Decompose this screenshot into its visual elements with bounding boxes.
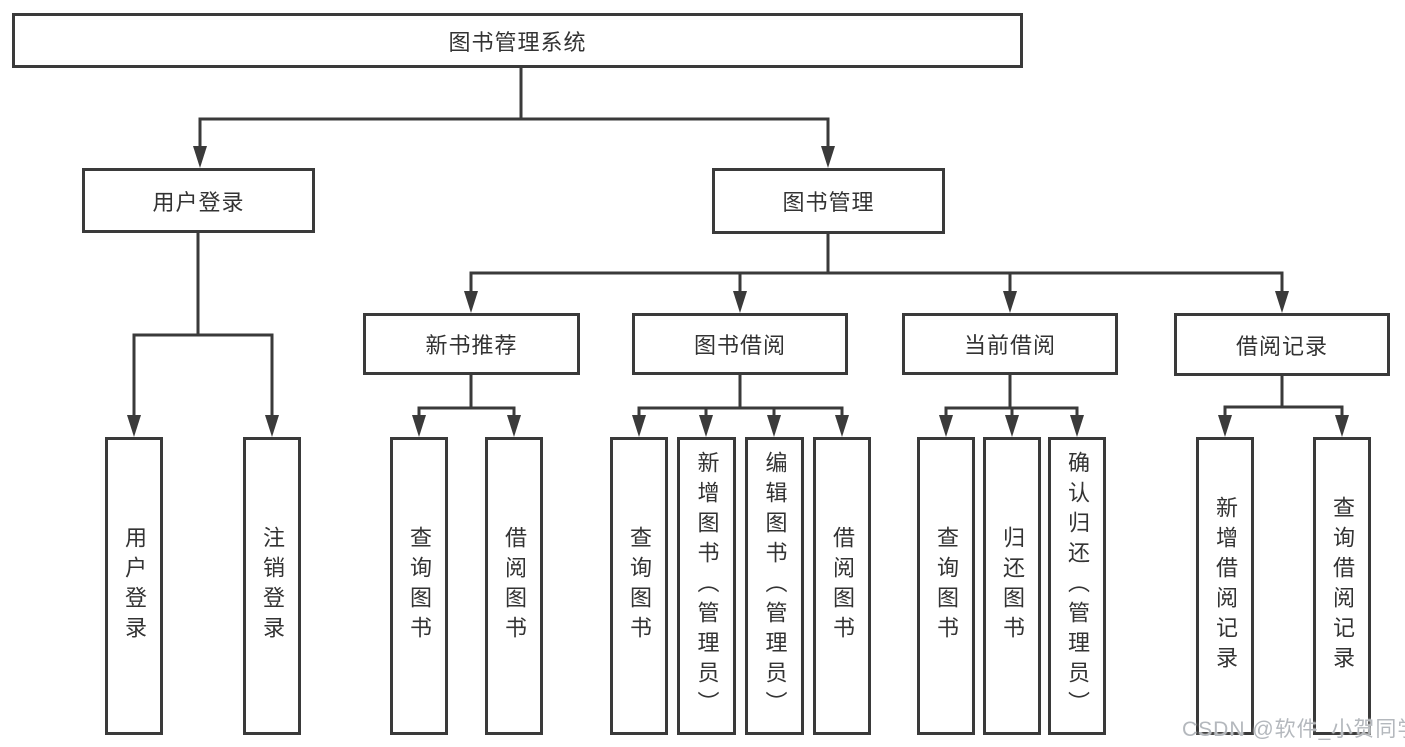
node-label: 当前借阅 (963, 333, 1056, 358)
node-bb-edit-books-admin: 编辑图书（管理员） (745, 437, 804, 735)
node-bb-add-books-admin: 新增图书（管理员） (677, 437, 736, 735)
node-label: 查询图书 (627, 526, 652, 646)
node-label: 查询图书 (934, 526, 959, 646)
node-new-book-recommend: 新书推荐 (363, 313, 580, 375)
edge-book-borrow-children (637, 375, 844, 419)
node-label: 注销登录 (260, 526, 285, 646)
node-user-login-leaf: 用户登录 (105, 437, 163, 735)
node-label: 用户登录 (122, 526, 147, 646)
node-label: 新增借阅记录 (1213, 496, 1238, 676)
node-nbr-query-books: 查询图书 (390, 437, 448, 735)
node-library-management-system: 图书管理系统 (12, 13, 1023, 68)
node-user-login: 用户登录 (82, 168, 315, 233)
node-bb-borrow-books: 借阅图书 (813, 437, 871, 735)
node-cb-return-books: 归还图书 (983, 437, 1041, 735)
arrowheads (127, 146, 1349, 437)
edge-current-borrow-children (944, 375, 1079, 419)
node-current-borrowing: 当前借阅 (902, 313, 1118, 375)
edge-new-book-rec-children (417, 375, 516, 419)
node-book-management: 图书管理 (712, 168, 945, 234)
node-label: 图书管理系统 (448, 29, 587, 55)
node-cb-confirm-return-admin: 确认归还（管理员） (1048, 437, 1106, 735)
edge-root-to-level2 (198, 68, 830, 150)
node-logout: 注销登录 (243, 437, 301, 735)
node-cb-query-books: 查询图书 (917, 437, 975, 735)
node-br-add-record: 新增借阅记录 (1196, 437, 1254, 735)
node-label: 新增图书（管理员） (694, 451, 720, 721)
node-label: 借阅图书 (502, 526, 527, 646)
node-label: 编辑图书（管理员） (762, 451, 788, 721)
node-label: 归还图书 (1000, 526, 1025, 646)
node-book-borrowing: 图书借阅 (632, 313, 848, 375)
node-label: 借阅图书 (830, 526, 855, 646)
node-nbr-borrow-books: 借阅图书 (485, 437, 543, 735)
edge-borrow-record-children (1223, 375, 1344, 419)
edge-book-mgmt-children (469, 234, 1284, 295)
edge-user-login-children (132, 232, 274, 419)
node-label: 图书借阅 (693, 333, 786, 358)
watermark: CSDN @软件_小贺同学 (1182, 718, 1405, 741)
node-label: 借阅记录 (1235, 333, 1328, 359)
node-label: 查询借阅记录 (1330, 496, 1355, 676)
node-label: 用户登录 (152, 189, 245, 215)
node-borrowing-records: 借阅记录 (1174, 313, 1390, 376)
node-label: 图书管理 (782, 190, 875, 215)
node-label: 查询图书 (407, 526, 432, 646)
node-label: 新书推荐 (425, 333, 518, 358)
node-br-query-record: 查询借阅记录 (1313, 437, 1371, 735)
node-label: 确认归还（管理员） (1065, 451, 1090, 721)
node-bb-query-books: 查询图书 (610, 437, 668, 735)
